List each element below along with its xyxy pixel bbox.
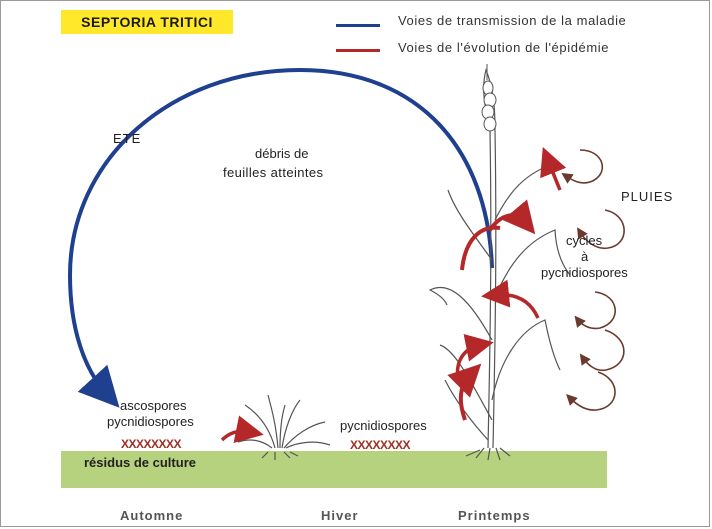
ascospores-label: ascospores (120, 398, 187, 413)
debris-label-line1: débris de (255, 146, 309, 161)
pluies-label: PLUIES (621, 189, 674, 204)
ete-label: ETE (113, 131, 142, 146)
debris-label-line2: feuilles atteintes (223, 165, 324, 180)
residus-label: résidus de culture (84, 455, 196, 470)
cycles-label-line1: cycles (566, 233, 603, 248)
epidemic-arrow-6 (540, 147, 567, 191)
pycnidiospores-left-label: pycnidiospores (107, 414, 194, 429)
epidemic-arrow-4 (460, 225, 501, 271)
season-spring: Printemps (458, 508, 531, 523)
epidemic-arrow-3 (481, 279, 540, 319)
seedling-infection-arrow (220, 415, 264, 443)
winter-seedling (237, 394, 331, 460)
diagram-title: SEPTORIA TRITICI (61, 10, 233, 34)
infected-residue-marks-left: XXXXXXXX (121, 437, 182, 451)
epidemic-arrow-2 (455, 334, 494, 381)
infected-residue-marks-mid: XXXXXXXX (350, 438, 411, 452)
wheat-ear (481, 64, 497, 132)
season-autumn: Automne (120, 508, 184, 523)
legend-red-line (336, 49, 380, 52)
ground-strip (61, 451, 607, 488)
season-winter: Hiver (321, 508, 359, 523)
cycles-label-line2: à (581, 249, 589, 264)
epidemic-arrow-5 (488, 199, 536, 235)
legend-evolution-label: Voies de l'évolution de l'épidémie (398, 40, 610, 55)
legend-blue-line (336, 24, 380, 27)
epidemic-arrow-1 (447, 363, 482, 421)
cycles-label-line3: pycnidiospores (541, 265, 628, 280)
legend-transmission-label: Voies de transmission de la maladie (398, 13, 627, 28)
pycnidiospores-mid-label: pycnidiospores (340, 418, 427, 433)
transmission-arc (67, 67, 494, 408)
rain-cycle-arrows (561, 149, 625, 411)
